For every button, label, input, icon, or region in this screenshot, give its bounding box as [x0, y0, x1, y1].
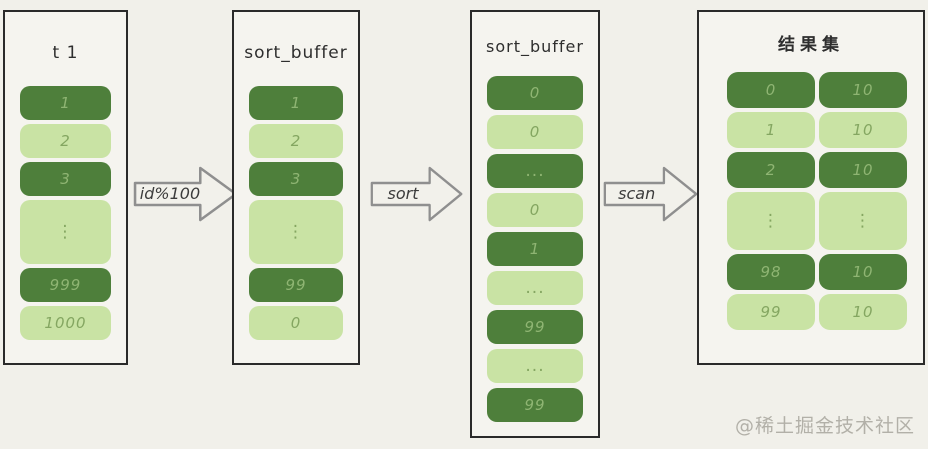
buffer-cell: 2	[249, 124, 343, 158]
table-cell: 3	[20, 162, 111, 196]
result-row: 1 10	[727, 112, 907, 148]
panel-title: 结果集	[778, 35, 844, 55]
result-cell: 10	[819, 72, 907, 108]
block-arrow-icon	[370, 166, 463, 222]
table-cell: 1	[20, 86, 111, 120]
result-row-ellipsis: ⋮ ⋮	[727, 192, 907, 250]
row-list: 0 10 1 10 2 10 ⋮ ⋮ 98 10 99 10	[699, 72, 923, 330]
result-cell-ellipsis: ⋮	[727, 192, 815, 250]
buffer-cell: 0	[249, 306, 343, 340]
result-cell: 2	[727, 152, 815, 188]
panel-title: sort_buffer	[244, 43, 348, 63]
arrow-scan: scan	[603, 164, 699, 224]
panel-sort-buffer-sorted: sort_buffer 0 0 ... 0 1 ... 99 ... 99	[470, 10, 600, 438]
arrow-label: id%100	[139, 184, 201, 204]
juejin-watermark: @稀土掘金技术社区	[734, 415, 915, 437]
buffer-cell-ellipsis: ...	[487, 154, 583, 188]
arrow-label: sort	[387, 184, 419, 204]
result-cell: 10	[819, 112, 907, 148]
cell-list: 0 0 ... 0 1 ... 99 ... 99	[472, 76, 598, 422]
block-arrow-icon	[603, 166, 698, 222]
result-cell: 10	[819, 254, 907, 290]
result-row: 99 10	[727, 294, 907, 330]
result-cell: 98	[727, 254, 815, 290]
panel-table-t1: t 1 1 2 3 ⋮ 999 1000	[3, 10, 128, 365]
result-cell: 10	[819, 294, 907, 330]
result-cell: 1	[727, 112, 815, 148]
cell-list: 1 2 3 ⋮ 999 1000	[5, 86, 126, 340]
buffer-cell: 0	[487, 193, 583, 227]
buffer-cell: 1	[249, 86, 343, 120]
cell-list: 1 2 3 ⋮ 99 0	[234, 86, 358, 340]
table-cell: 999	[20, 268, 111, 302]
buffer-cell-ellipsis: ...	[487, 271, 583, 305]
panel-title: t 1	[52, 43, 79, 63]
result-cell: 0	[727, 72, 815, 108]
arrow-id-mod-100: id%100	[133, 164, 239, 224]
buffer-cell: 99	[487, 388, 583, 422]
result-row: 0 10	[727, 72, 907, 108]
result-cell: 10	[819, 152, 907, 188]
panel-sort-buffer-unsorted: sort_buffer 1 2 3 ⋮ 99 0	[232, 10, 360, 365]
buffer-cell: 3	[249, 162, 343, 196]
result-cell: 99	[727, 294, 815, 330]
buffer-cell-ellipsis: ⋮	[249, 200, 343, 264]
block-arrow-icon	[133, 166, 238, 222]
table-cell: 1000	[20, 306, 111, 340]
buffer-cell: 0	[487, 115, 583, 149]
table-cell: 2	[20, 124, 111, 158]
panel-result-set: 结果集 0 10 1 10 2 10 ⋮ ⋮ 98 10 9	[697, 10, 925, 365]
buffer-cell: 99	[487, 310, 583, 344]
buffer-cell: 99	[249, 268, 343, 302]
buffer-cell: 0	[487, 76, 583, 110]
arrow-sort: sort	[370, 164, 464, 224]
result-row: 98 10	[727, 254, 907, 290]
panel-title: sort_buffer	[486, 37, 584, 56]
result-row: 2 10	[727, 152, 907, 188]
buffer-cell: 1	[487, 232, 583, 266]
result-cell-ellipsis: ⋮	[819, 192, 907, 250]
table-cell-ellipsis: ⋮	[20, 200, 111, 264]
buffer-cell-ellipsis: ...	[487, 349, 583, 383]
arrow-label: scan	[618, 184, 656, 204]
